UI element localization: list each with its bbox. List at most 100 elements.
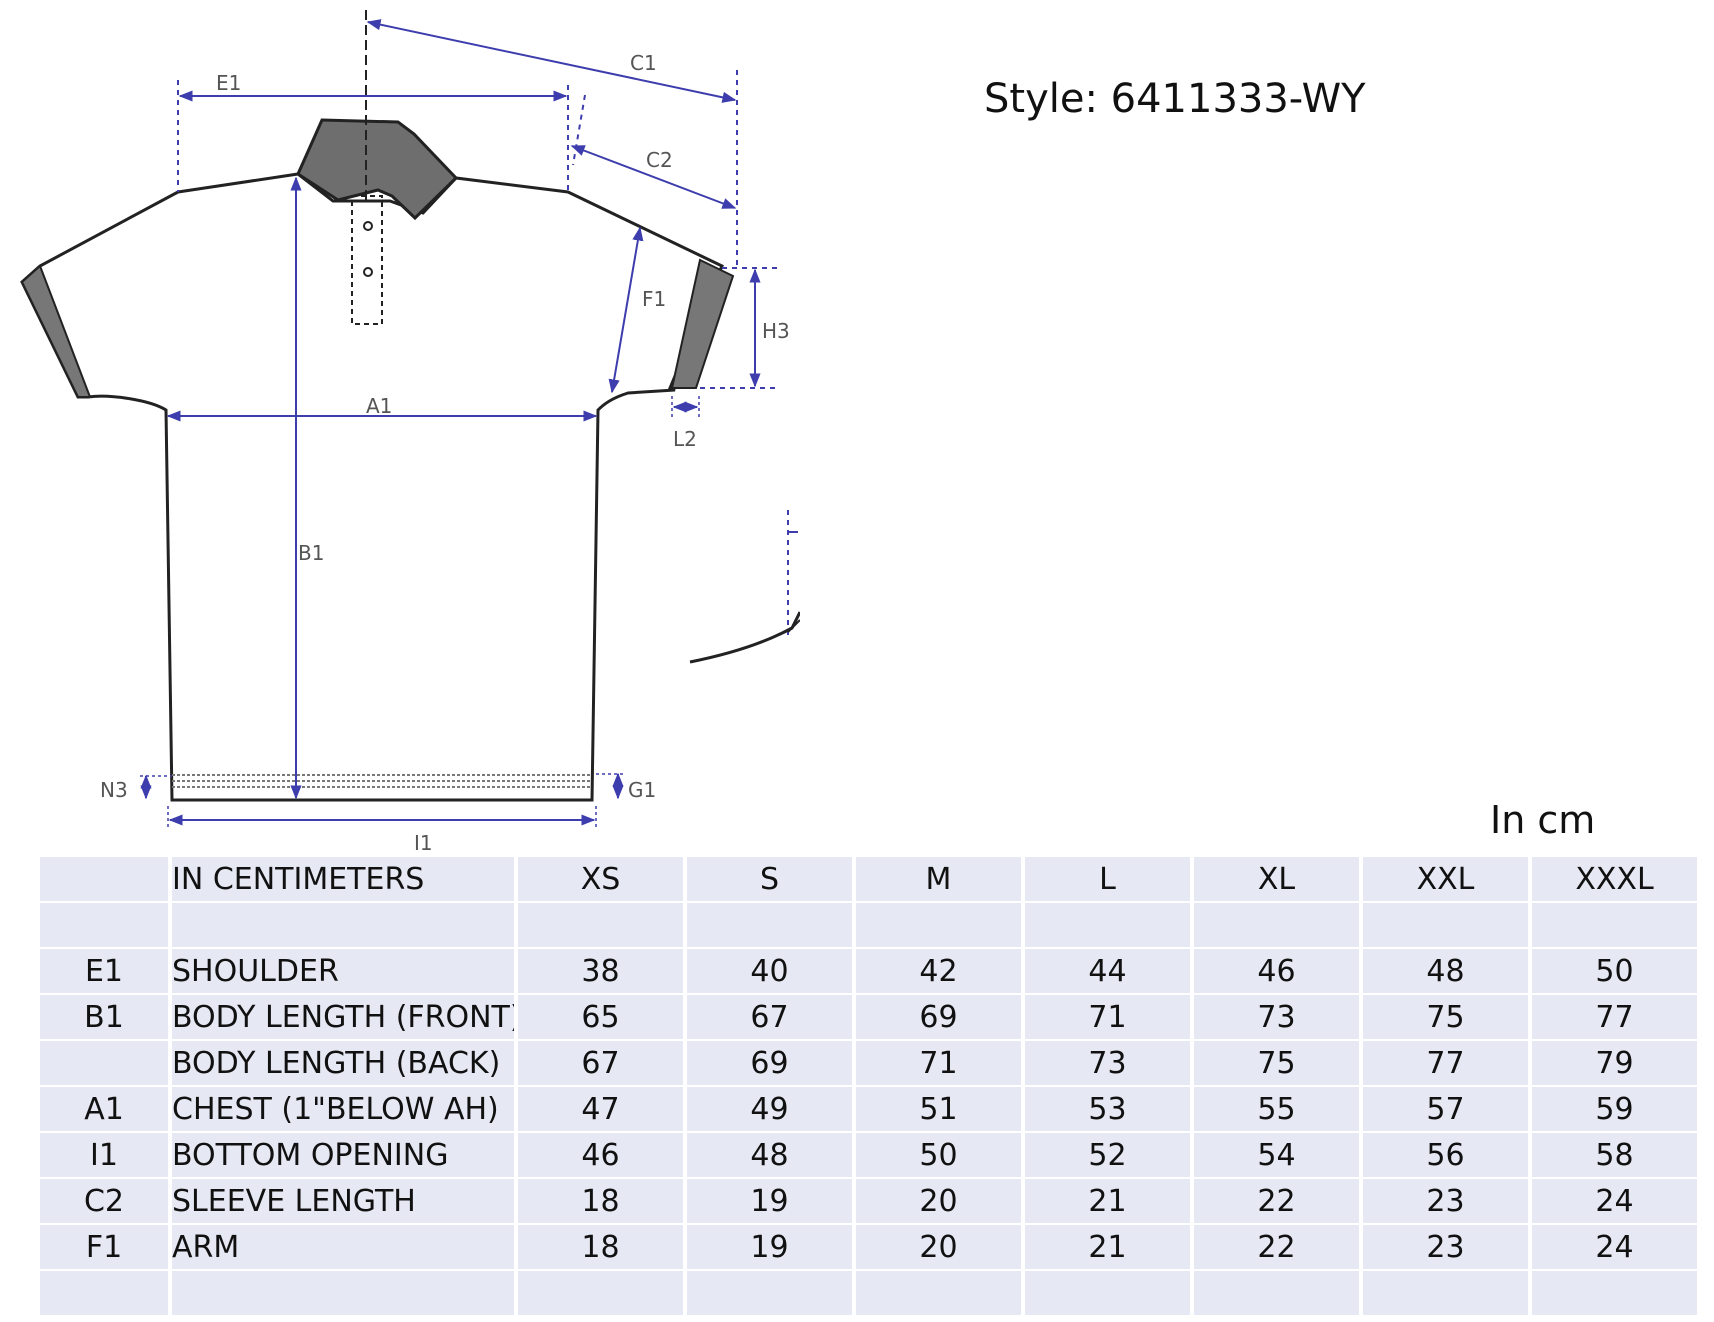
placket <box>351 195 383 325</box>
size-value-cell: 67 <box>687 995 852 1041</box>
measure-desc-cell <box>172 903 514 949</box>
header-size-xs: XS <box>518 857 683 903</box>
label-e1: E1 <box>216 71 241 95</box>
size-value-cell: 44 <box>1025 949 1190 995</box>
table-row <box>40 1271 1697 1317</box>
label-c2: C2 <box>646 148 673 172</box>
header-size-xxxl: XXXL <box>1532 857 1697 903</box>
size-value-cell <box>1363 903 1528 949</box>
size-value-cell: 18 <box>518 1225 683 1271</box>
button-icon <box>363 267 373 277</box>
size-value-cell: 24 <box>1532 1179 1697 1225</box>
size-value-cell <box>1363 1271 1528 1317</box>
size-value-cell: 59 <box>1532 1087 1697 1133</box>
size-value-cell: 48 <box>687 1133 852 1179</box>
size-value-cell: 50 <box>856 1133 1021 1179</box>
measure-code-cell: C2 <box>40 1179 168 1225</box>
size-value-cell: 55 <box>1194 1087 1359 1133</box>
label-a1: A1 <box>366 394 392 418</box>
size-value-cell: 47 <box>518 1087 683 1133</box>
label-n3: N3 <box>100 778 128 802</box>
button-icon <box>363 221 373 231</box>
style-number: Style: 6411333-WY <box>984 76 1366 122</box>
size-value-cell: 69 <box>687 1041 852 1087</box>
size-value-cell: 71 <box>1025 995 1190 1041</box>
size-value-cell: 57 <box>1363 1087 1528 1133</box>
size-value-cell: 20 <box>856 1225 1021 1271</box>
size-value-cell: 19 <box>687 1225 852 1271</box>
side-view-fragment <box>689 611 800 664</box>
size-value-cell <box>518 903 683 949</box>
measure-desc-cell: SHOULDER <box>172 949 514 995</box>
size-value-cell: 38 <box>518 949 683 995</box>
label-g1: G1 <box>628 778 656 802</box>
size-value-cell: 48 <box>1363 949 1528 995</box>
size-value-cell: 23 <box>1363 1225 1528 1271</box>
size-value-cell: 42 <box>856 949 1021 995</box>
size-value-cell: 50 <box>1532 949 1697 995</box>
size-value-cell <box>1532 903 1697 949</box>
left-sleeve-cuff <box>20 264 92 398</box>
header-size-l: L <box>1025 857 1190 903</box>
header-size-xxl: XXL <box>1363 857 1528 903</box>
label-c1: C1 <box>630 51 657 75</box>
measure-code-cell <box>40 1041 168 1087</box>
label-h3: H3 <box>762 319 790 343</box>
measure-desc-cell: BOTTOM OPENING <box>172 1133 514 1179</box>
measure-desc-cell: ARM <box>172 1225 514 1271</box>
polo-shirt-diagram: E1 C1 C2 F1 H3 A1 L2 B1 N3 G1 I1 <box>20 10 800 855</box>
size-value-cell: 79 <box>1532 1041 1697 1087</box>
size-value-cell: 73 <box>1025 1041 1190 1087</box>
size-value-cell: 52 <box>1025 1133 1190 1179</box>
measure-desc-cell: CHEST (1"BELOW AH) <box>172 1087 514 1133</box>
label-f1: F1 <box>642 287 666 311</box>
size-value-cell: 58 <box>1532 1133 1697 1179</box>
size-value-cell: 73 <box>1194 995 1359 1041</box>
size-value-cell: 19 <box>687 1179 852 1225</box>
label-l2: L2 <box>673 427 697 451</box>
size-value-cell: 46 <box>1194 949 1359 995</box>
header-desc-cell: IN CENTIMETERS <box>172 857 514 903</box>
measure-code-cell: F1 <box>40 1225 168 1271</box>
size-value-cell: 67 <box>518 1041 683 1087</box>
c1-measure-line <box>366 19 737 103</box>
measure-code-cell: A1 <box>40 1087 168 1133</box>
header-size-s: S <box>687 857 852 903</box>
header-size-m: M <box>856 857 1021 903</box>
size-value-cell: 77 <box>1363 1041 1528 1087</box>
size-value-cell: 54 <box>1194 1133 1359 1179</box>
size-value-cell: 75 <box>1194 1041 1359 1087</box>
size-value-cell: 21 <box>1025 1179 1190 1225</box>
size-value-cell: 22 <box>1194 1179 1359 1225</box>
header-code-cell <box>40 857 168 903</box>
size-value-cell <box>518 1271 683 1317</box>
size-value-cell <box>1025 903 1190 949</box>
size-value-cell <box>1532 1271 1697 1317</box>
size-value-cell: 46 <box>518 1133 683 1179</box>
size-value-cell: 77 <box>1532 995 1697 1041</box>
size-value-cell <box>1025 1271 1190 1317</box>
size-value-cell: 51 <box>856 1087 1021 1133</box>
measure-code-cell: I1 <box>40 1133 168 1179</box>
size-value-cell: 71 <box>856 1041 1021 1087</box>
measure-desc-cell: BODY LENGTH (FRONT) <box>172 995 514 1041</box>
size-value-cell <box>1194 903 1359 949</box>
size-value-cell <box>1194 1271 1359 1317</box>
size-value-cell: 40 <box>687 949 852 995</box>
size-value-cell: 65 <box>518 995 683 1041</box>
shirt-outline <box>20 172 724 802</box>
measure-code-cell <box>40 1271 168 1317</box>
label-b1: B1 <box>298 541 324 565</box>
table-header-row: IN CENTIMETERS XS S M L XL XXL XXXL <box>40 857 1697 903</box>
size-value-cell: 20 <box>856 1179 1021 1225</box>
size-value-cell <box>856 903 1021 949</box>
size-value-cell: 24 <box>1532 1225 1697 1271</box>
table-row <box>40 903 1697 949</box>
size-value-cell: 53 <box>1025 1087 1190 1133</box>
